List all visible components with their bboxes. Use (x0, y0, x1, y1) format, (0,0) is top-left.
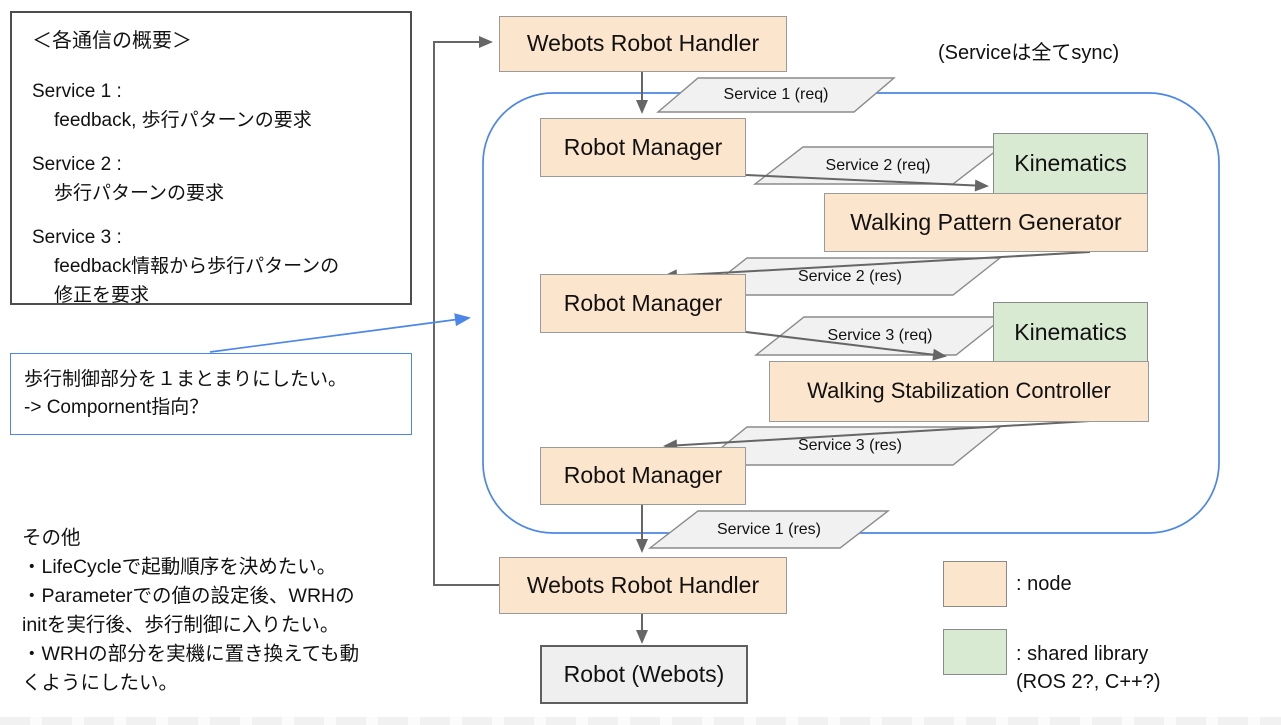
service-3-desc: feedback情報から歩行パターンの 修正を要求 (54, 256, 340, 306)
shared-lib-kinematics-2: Kinematics (993, 302, 1148, 363)
legend-shared-swatch (943, 629, 1007, 675)
shared-lib-kinematics-1: Kinematics (993, 133, 1148, 194)
node-robot-manager-1: Robot Manager (540, 118, 746, 177)
arrow-rm2-to-wsc (745, 331, 947, 361)
communication-overview-box: ＜各通信の概要＞ Service 1 : feedback, 歩行パターンの要求… (10, 11, 412, 306)
sync-note: (Serviceは全てsync) (938, 42, 1120, 64)
service-2-summary: Service 2 : 歩行パターンの要求 (32, 150, 390, 208)
flow-label-service-3-res: Service 3 (res) (797, 437, 903, 454)
node-robot-manager-3: Robot Manager (540, 447, 746, 505)
node-webots-robot-handler-top: Webots Robot Handler (499, 16, 787, 72)
flow-parallelogram-service-1-req (656, 77, 896, 113)
service-3-summary: Service 3 : feedback情報から歩行パターンの 修正を要求 (32, 223, 390, 310)
component-note-box: 歩行制御部分を１まとまりにしたい。 -> Compornent指向？ (10, 353, 412, 435)
flow-label-service-1-res: Service 1 (res) (716, 520, 822, 538)
arrow-rm1-to-wpg (745, 174, 989, 192)
misc-notes: その他 ・LifeCycleで起動順序を決めたい。 ・Parameterでの値の… (22, 527, 360, 694)
arrow-wpg-to-rm2 (663, 251, 1091, 282)
legend-shared-library-label: : shared library (ROS 2?, C++?) (1016, 643, 1161, 693)
node-robot-manager-2: Robot Manager (540, 274, 746, 333)
box-robot-webots: Robot (Webots) (540, 645, 748, 704)
flow-label-service-2-res: Service 2 (res) (797, 267, 903, 285)
overview-title: ＜各通信の概要＞ (32, 30, 192, 52)
node-walking-pattern-generator: Walking Pattern Generator (824, 193, 1148, 252)
page-edge-strip (0, 717, 1281, 725)
node-walking-stabilization-controller: Walking Stabilization Controller (769, 361, 1149, 422)
flow-parallelogram-service-1-res (647, 510, 891, 549)
legend-node-label: : node (1016, 573, 1072, 595)
service-2-desc: 歩行パターンの要求 (54, 183, 225, 204)
arrow-note-to-container (209, 313, 471, 353)
legend-node-swatch (943, 561, 1007, 607)
service-1-summary: Service 1 : feedback, 歩行パターンの要求 (32, 77, 390, 135)
flow-label-service-3-req: Service 3 (req) (827, 327, 933, 344)
node-webots-robot-handler-bottom: Webots Robot Handler (499, 557, 787, 614)
arrow-loop-wrh-bottom-to-top (433, 36, 499, 586)
service-3-name: Service 3 : (32, 227, 122, 248)
service-1-desc: feedback, 歩行パターンの要求 (54, 110, 312, 131)
service-1-name: Service 1 : (32, 81, 122, 102)
service-2-name: Service 2 : (32, 154, 122, 175)
flow-label-service-2-req: Service 2 (req) (825, 156, 931, 174)
flow-label-service-1-req: Service 1 (req) (723, 86, 829, 103)
arrow-wsc-to-rm3 (663, 420, 1091, 452)
